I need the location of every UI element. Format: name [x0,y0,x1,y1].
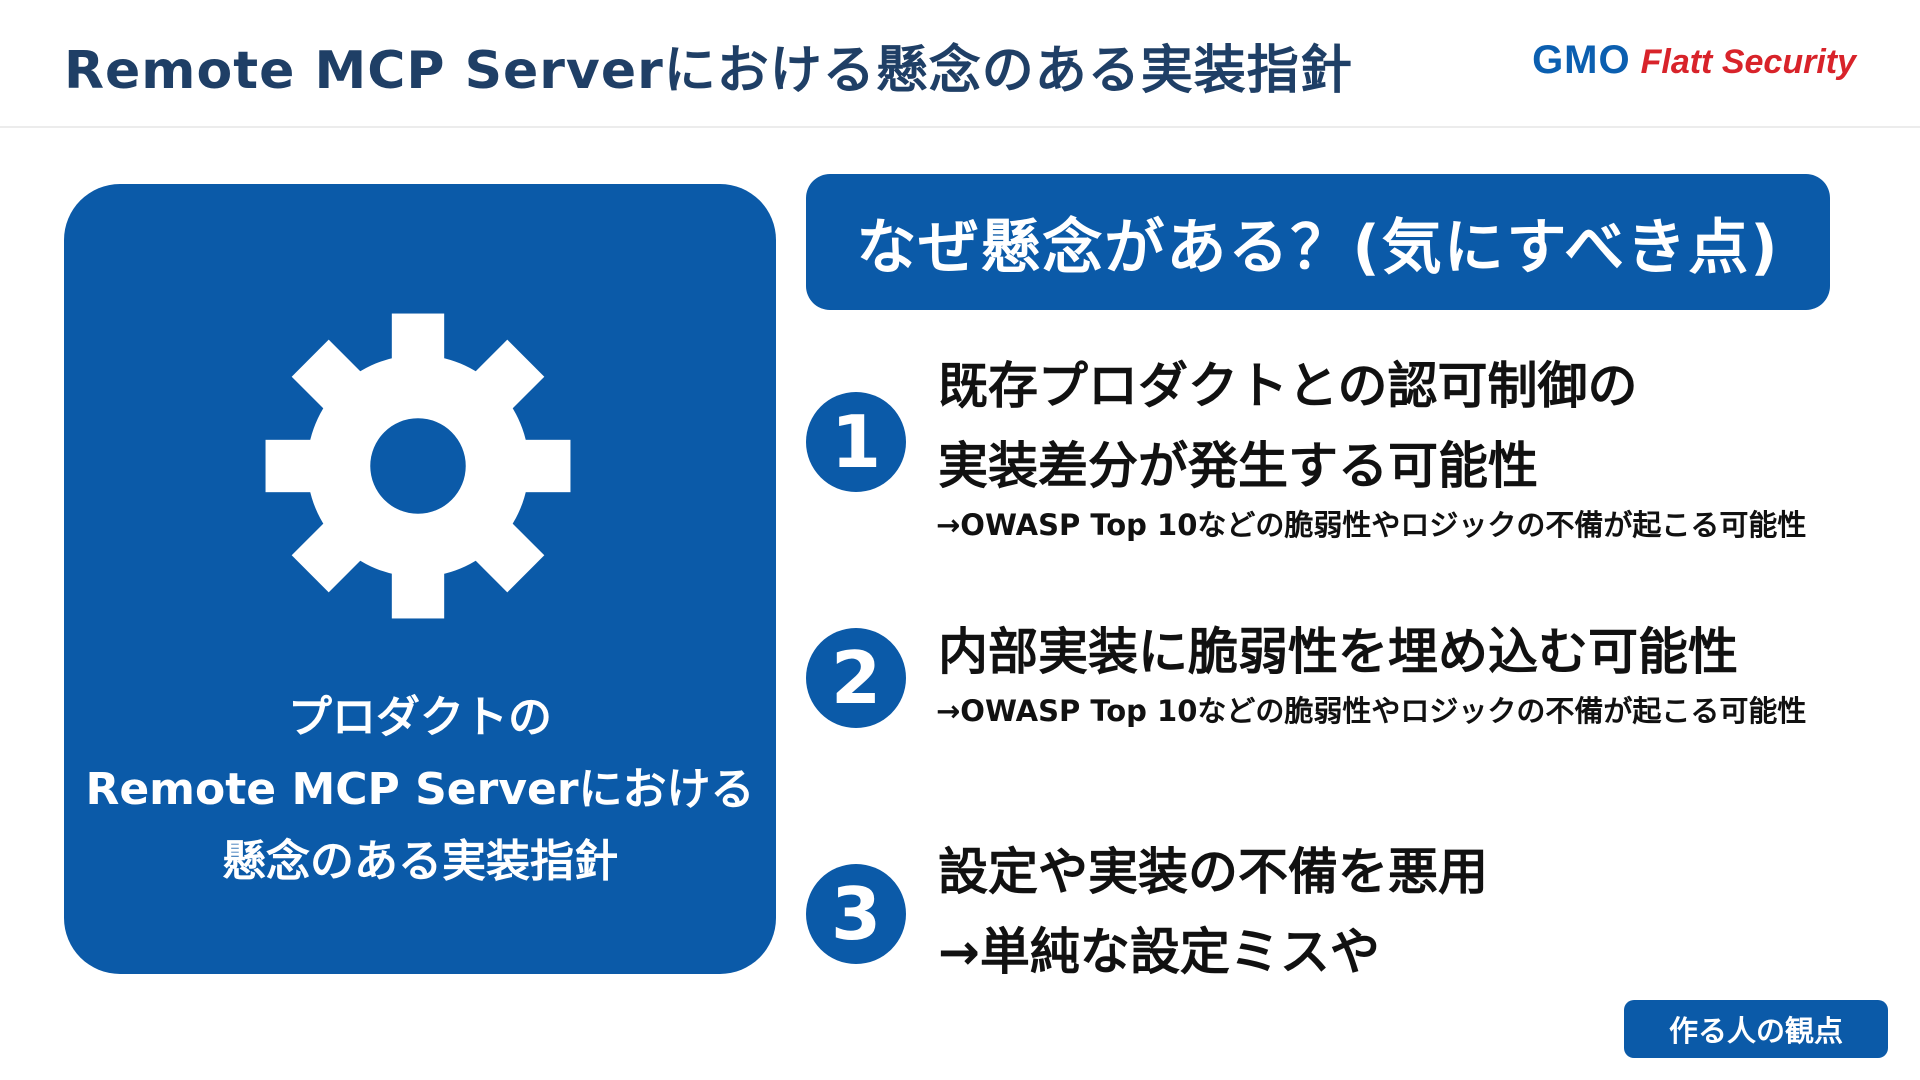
item-1-note: →OWASP Top 10などの脆弱性やロジックの不備が起こる可能性 [936,508,1807,542]
item-3-line: 設定や実装の不備を悪用 [938,843,1488,901]
logo-flatt-text: Flatt Security [1640,43,1856,81]
perspective-badge: 作る人の観点 [1624,1000,1888,1058]
panel-caption-line: Remote MCP Serverにおける [85,764,755,815]
item-1-line: 既存プロダクトとの認可制御の [938,357,1638,415]
panel-caption-line: プロダクトの [288,692,552,743]
item-number-1: 1 [806,392,906,492]
item-2-line: 内部実装に脆弱性を埋め込む可能性 [938,623,1738,681]
why-heading-box: なぜ懸念がある？(気にすべき点) [806,174,1830,310]
item-2-heading: 内部実装に脆弱性を埋め込む可能性 [938,612,1738,692]
item-3-heading: 設定や実装の不備を悪用 →単純な設定ミスや [938,832,1488,992]
item-1-heading: 既存プロダクトとの認可制御の 実装差分が発生する可能性 [938,346,1638,506]
gear-icon [265,313,571,619]
item-2-note: →OWASP Top 10などの脆弱性やロジックの不備が起こる可能性 [936,694,1807,728]
header-divider [0,126,1920,128]
company-logo: GMO Flatt Security [1532,38,1856,83]
item-3-line: →単純な設定ミスや [938,923,1380,981]
panel-caption-line: 懸念のある実装指針 [222,836,618,887]
panel-caption: プロダクトの Remote MCP Serverにおける 懸念のある実装指針 [64,682,776,898]
left-panel: プロダクトの Remote MCP Serverにおける 懸念のある実装指針 [64,184,776,974]
item-number-2: 2 [806,628,906,728]
page-title: Remote MCP Serverにおける懸念のある実装指針 [64,41,1353,101]
item-1-line: 実装差分が発生する可能性 [938,437,1538,495]
logo-gmo-text: GMO [1532,38,1631,82]
item-number-3: 3 [806,864,906,964]
